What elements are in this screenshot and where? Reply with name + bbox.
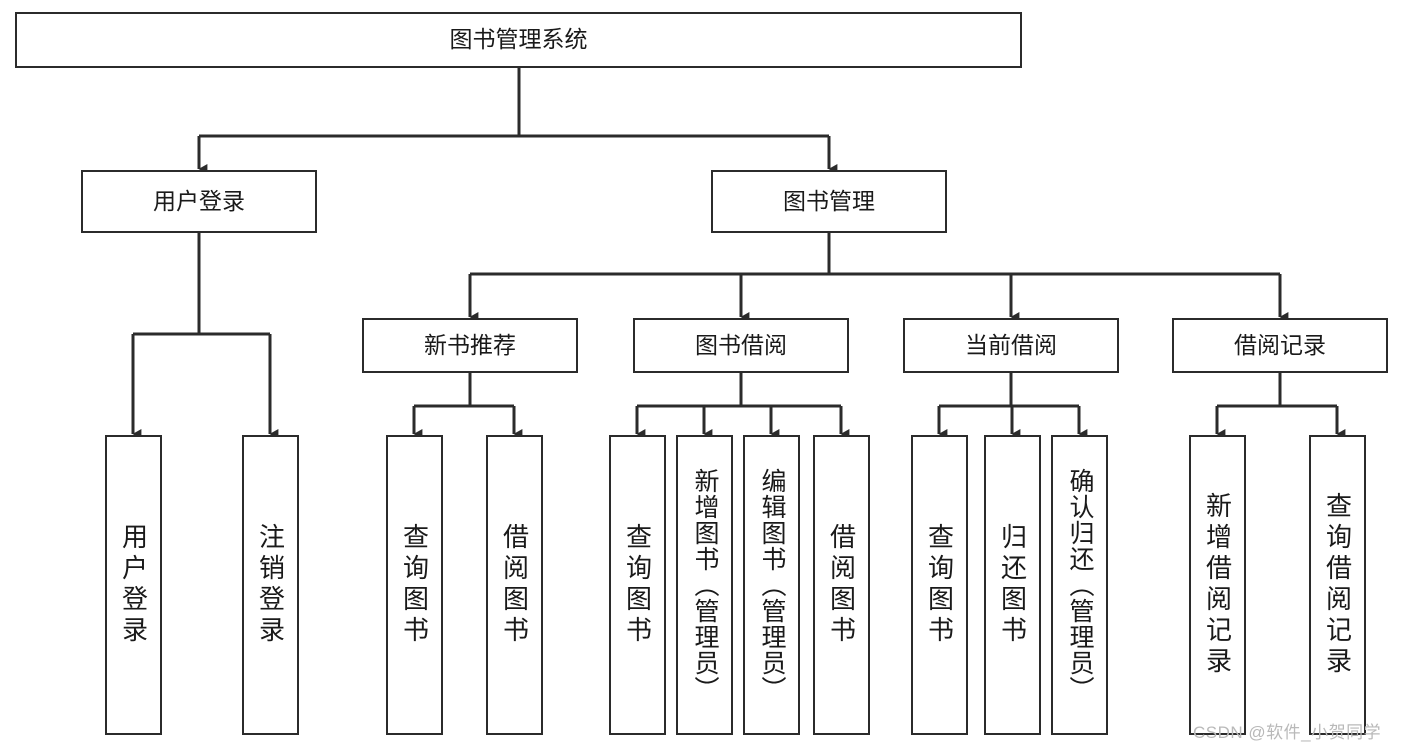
node-leaf-query-record: 查询借阅记录	[1309, 435, 1366, 735]
node-label: 查询借阅记录	[1322, 492, 1353, 678]
node-leaf-add-book: 新增图书（管理员）	[676, 435, 733, 735]
node-label: 借阅记录	[1234, 331, 1326, 358]
node-leaf-user-login: 用户登录	[105, 435, 162, 735]
node-leaf-edit-book: 编辑图书（管理员）	[743, 435, 800, 735]
node-leaf-query-book-rec: 查询图书	[386, 435, 443, 735]
node-leaf-confirm-return: 确认归还（管理员）	[1051, 435, 1108, 735]
node-label: 新增借阅记录	[1202, 492, 1233, 678]
node-label: 当前借阅	[965, 331, 1057, 358]
node-borrow-record: 借阅记录	[1172, 318, 1388, 373]
node-label: 查询图书	[924, 523, 955, 647]
node-root: 图书管理系统	[15, 12, 1022, 68]
node-current-borrow: 当前借阅	[903, 318, 1119, 373]
node-label: 编辑图书（管理员）	[758, 468, 786, 702]
node-label: 用户登录	[153, 187, 245, 214]
node-book-borrow: 图书借阅	[633, 318, 849, 373]
watermark-text: CSDN @软件_小贺同学	[1193, 723, 1382, 742]
node-user-login: 用户登录	[81, 170, 317, 233]
node-label: 确认归还（管理员）	[1066, 468, 1094, 702]
node-leaf-query-book-bw: 查询图书	[609, 435, 666, 735]
node-leaf-return-book: 归还图书	[984, 435, 1041, 735]
node-book-manage: 图书管理	[711, 170, 947, 233]
node-label: 查询图书	[622, 523, 653, 647]
node-label: 用户登录	[118, 523, 149, 647]
node-new-book-rec: 新书推荐	[362, 318, 578, 373]
node-label: 归还图书	[997, 523, 1028, 647]
node-label: 新书推荐	[424, 331, 516, 358]
node-label: 注销登录	[255, 523, 286, 647]
node-leaf-borrow-book-bw: 借阅图书	[813, 435, 870, 735]
node-label: 查询图书	[399, 523, 430, 647]
node-label: 图书管理	[783, 187, 875, 214]
node-leaf-add-record: 新增借阅记录	[1189, 435, 1246, 735]
node-label: 图书管理系统	[449, 26, 588, 53]
node-leaf-query-book-cb: 查询图书	[911, 435, 968, 735]
node-leaf-user-logout: 注销登录	[242, 435, 299, 735]
node-leaf-borrow-book-rec: 借阅图书	[486, 435, 543, 735]
node-label: 借阅图书	[499, 523, 530, 647]
node-label: 图书借阅	[695, 331, 787, 358]
node-label: 新增图书（管理员）	[691, 468, 719, 702]
node-label: 借阅图书	[826, 523, 857, 647]
